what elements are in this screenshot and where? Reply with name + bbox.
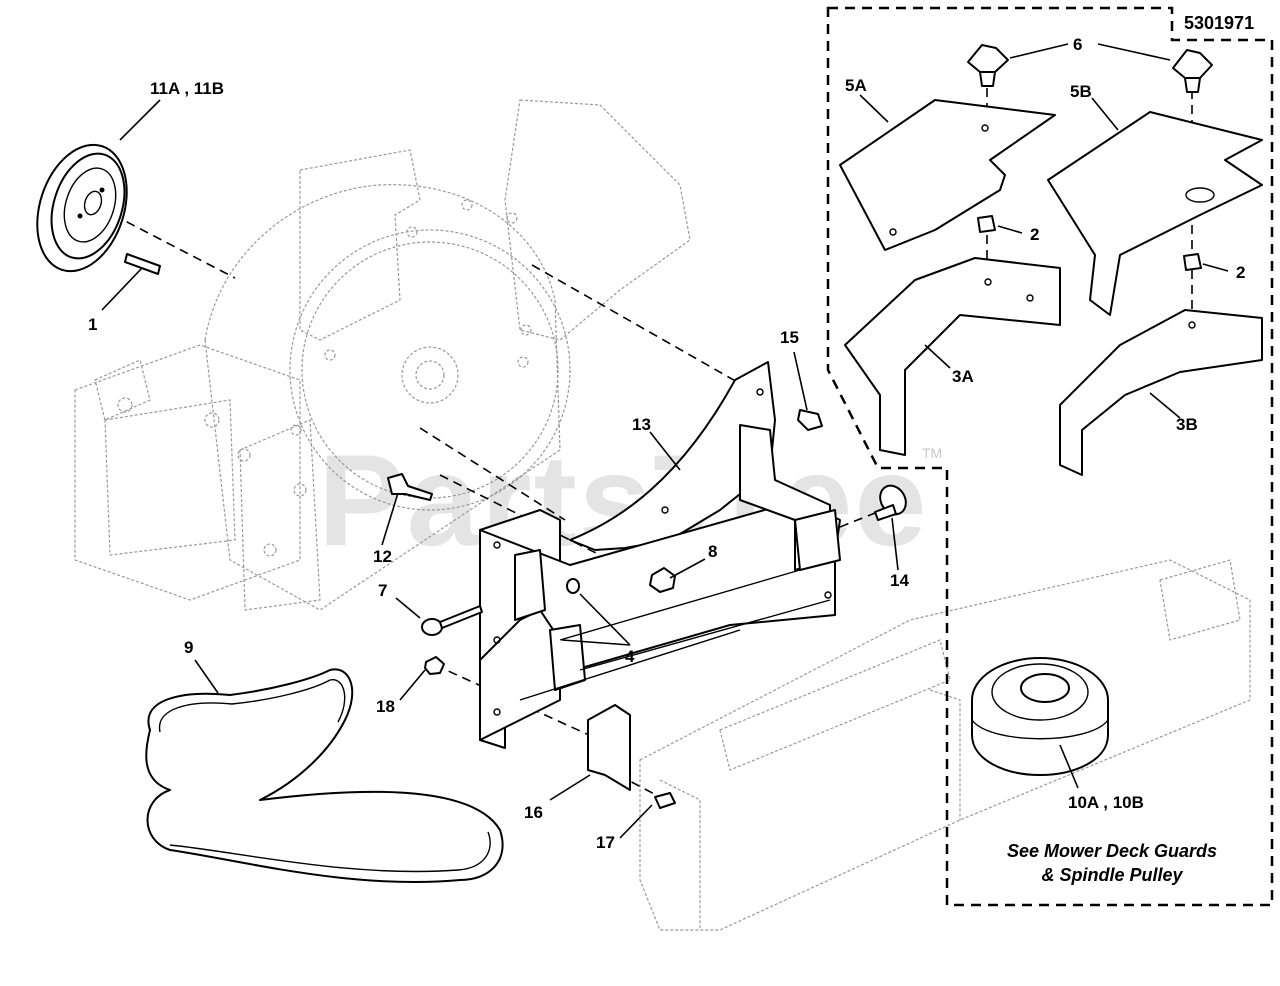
pulley-11 bbox=[36, 143, 128, 273]
inset-border bbox=[826, 6, 1274, 907]
callout-8: 8 bbox=[708, 542, 717, 561]
guard-5B bbox=[1047, 111, 1263, 316]
eye-bolt-7 bbox=[421, 605, 483, 636]
nut-8 bbox=[649, 567, 676, 593]
clip-2-left bbox=[977, 215, 996, 233]
mount-plate-13 bbox=[569, 361, 776, 551]
ghost-engine-housing bbox=[74, 99, 691, 611]
callout-3B: 3B bbox=[1176, 415, 1198, 434]
clip-2-right bbox=[1183, 253, 1202, 271]
bracket-16 bbox=[587, 704, 631, 791]
callout-18: 18 bbox=[376, 697, 395, 716]
callout-7: 7 bbox=[378, 581, 387, 600]
nut-18 bbox=[424, 656, 445, 675]
knob-6-right bbox=[1172, 49, 1213, 93]
callout-3A: 3A bbox=[952, 367, 974, 386]
callout-14: 14 bbox=[890, 571, 909, 590]
callout-2-left: 2 bbox=[1030, 225, 1039, 244]
callout-17: 17 bbox=[596, 833, 615, 852]
ghost-mower-deck bbox=[639, 559, 1251, 931]
callout-10: 10A , 10B bbox=[1068, 793, 1144, 812]
knob-6-left bbox=[967, 44, 1009, 87]
callout-13: 13 bbox=[632, 415, 651, 434]
callout-12: 12 bbox=[373, 547, 392, 566]
bracket-assembly bbox=[479, 388, 841, 749]
callout-1: 1 bbox=[88, 315, 97, 334]
callout-6: 6 bbox=[1073, 35, 1082, 54]
pulley-10 bbox=[971, 657, 1109, 776]
callout-11: 11A , 11B bbox=[150, 79, 224, 98]
bushing-4 bbox=[566, 578, 580, 594]
document-number: 5301971 bbox=[1184, 13, 1254, 33]
note-line-1: See Mower Deck Guards bbox=[1007, 841, 1217, 861]
bolt-15 bbox=[797, 409, 823, 431]
pin-17 bbox=[654, 792, 676, 809]
callout-5A: 5A bbox=[845, 76, 867, 95]
key-1 bbox=[124, 253, 161, 275]
belt-9 bbox=[145, 668, 504, 883]
guard-5A bbox=[839, 99, 1056, 251]
bracket-3A bbox=[844, 257, 1061, 456]
callout-labels: 5301971 11A , 11B 1 6 5A 5B 2 2 3A 3B 15… bbox=[88, 13, 1254, 885]
bracket-3B bbox=[1059, 309, 1263, 476]
callout-5B: 5B bbox=[1070, 82, 1092, 101]
callout-2-right: 2 bbox=[1236, 263, 1245, 282]
leader-lines bbox=[101, 43, 1229, 839]
callout-4: 4 bbox=[625, 647, 635, 666]
callout-15: 15 bbox=[780, 328, 799, 347]
pin-14 bbox=[874, 484, 907, 521]
callout-9: 9 bbox=[184, 638, 193, 657]
watermark-tm: TM bbox=[922, 445, 942, 461]
callout-16: 16 bbox=[524, 803, 543, 822]
note-line-2: & Spindle Pulley bbox=[1041, 865, 1183, 885]
bolt-12 bbox=[387, 473, 433, 501]
